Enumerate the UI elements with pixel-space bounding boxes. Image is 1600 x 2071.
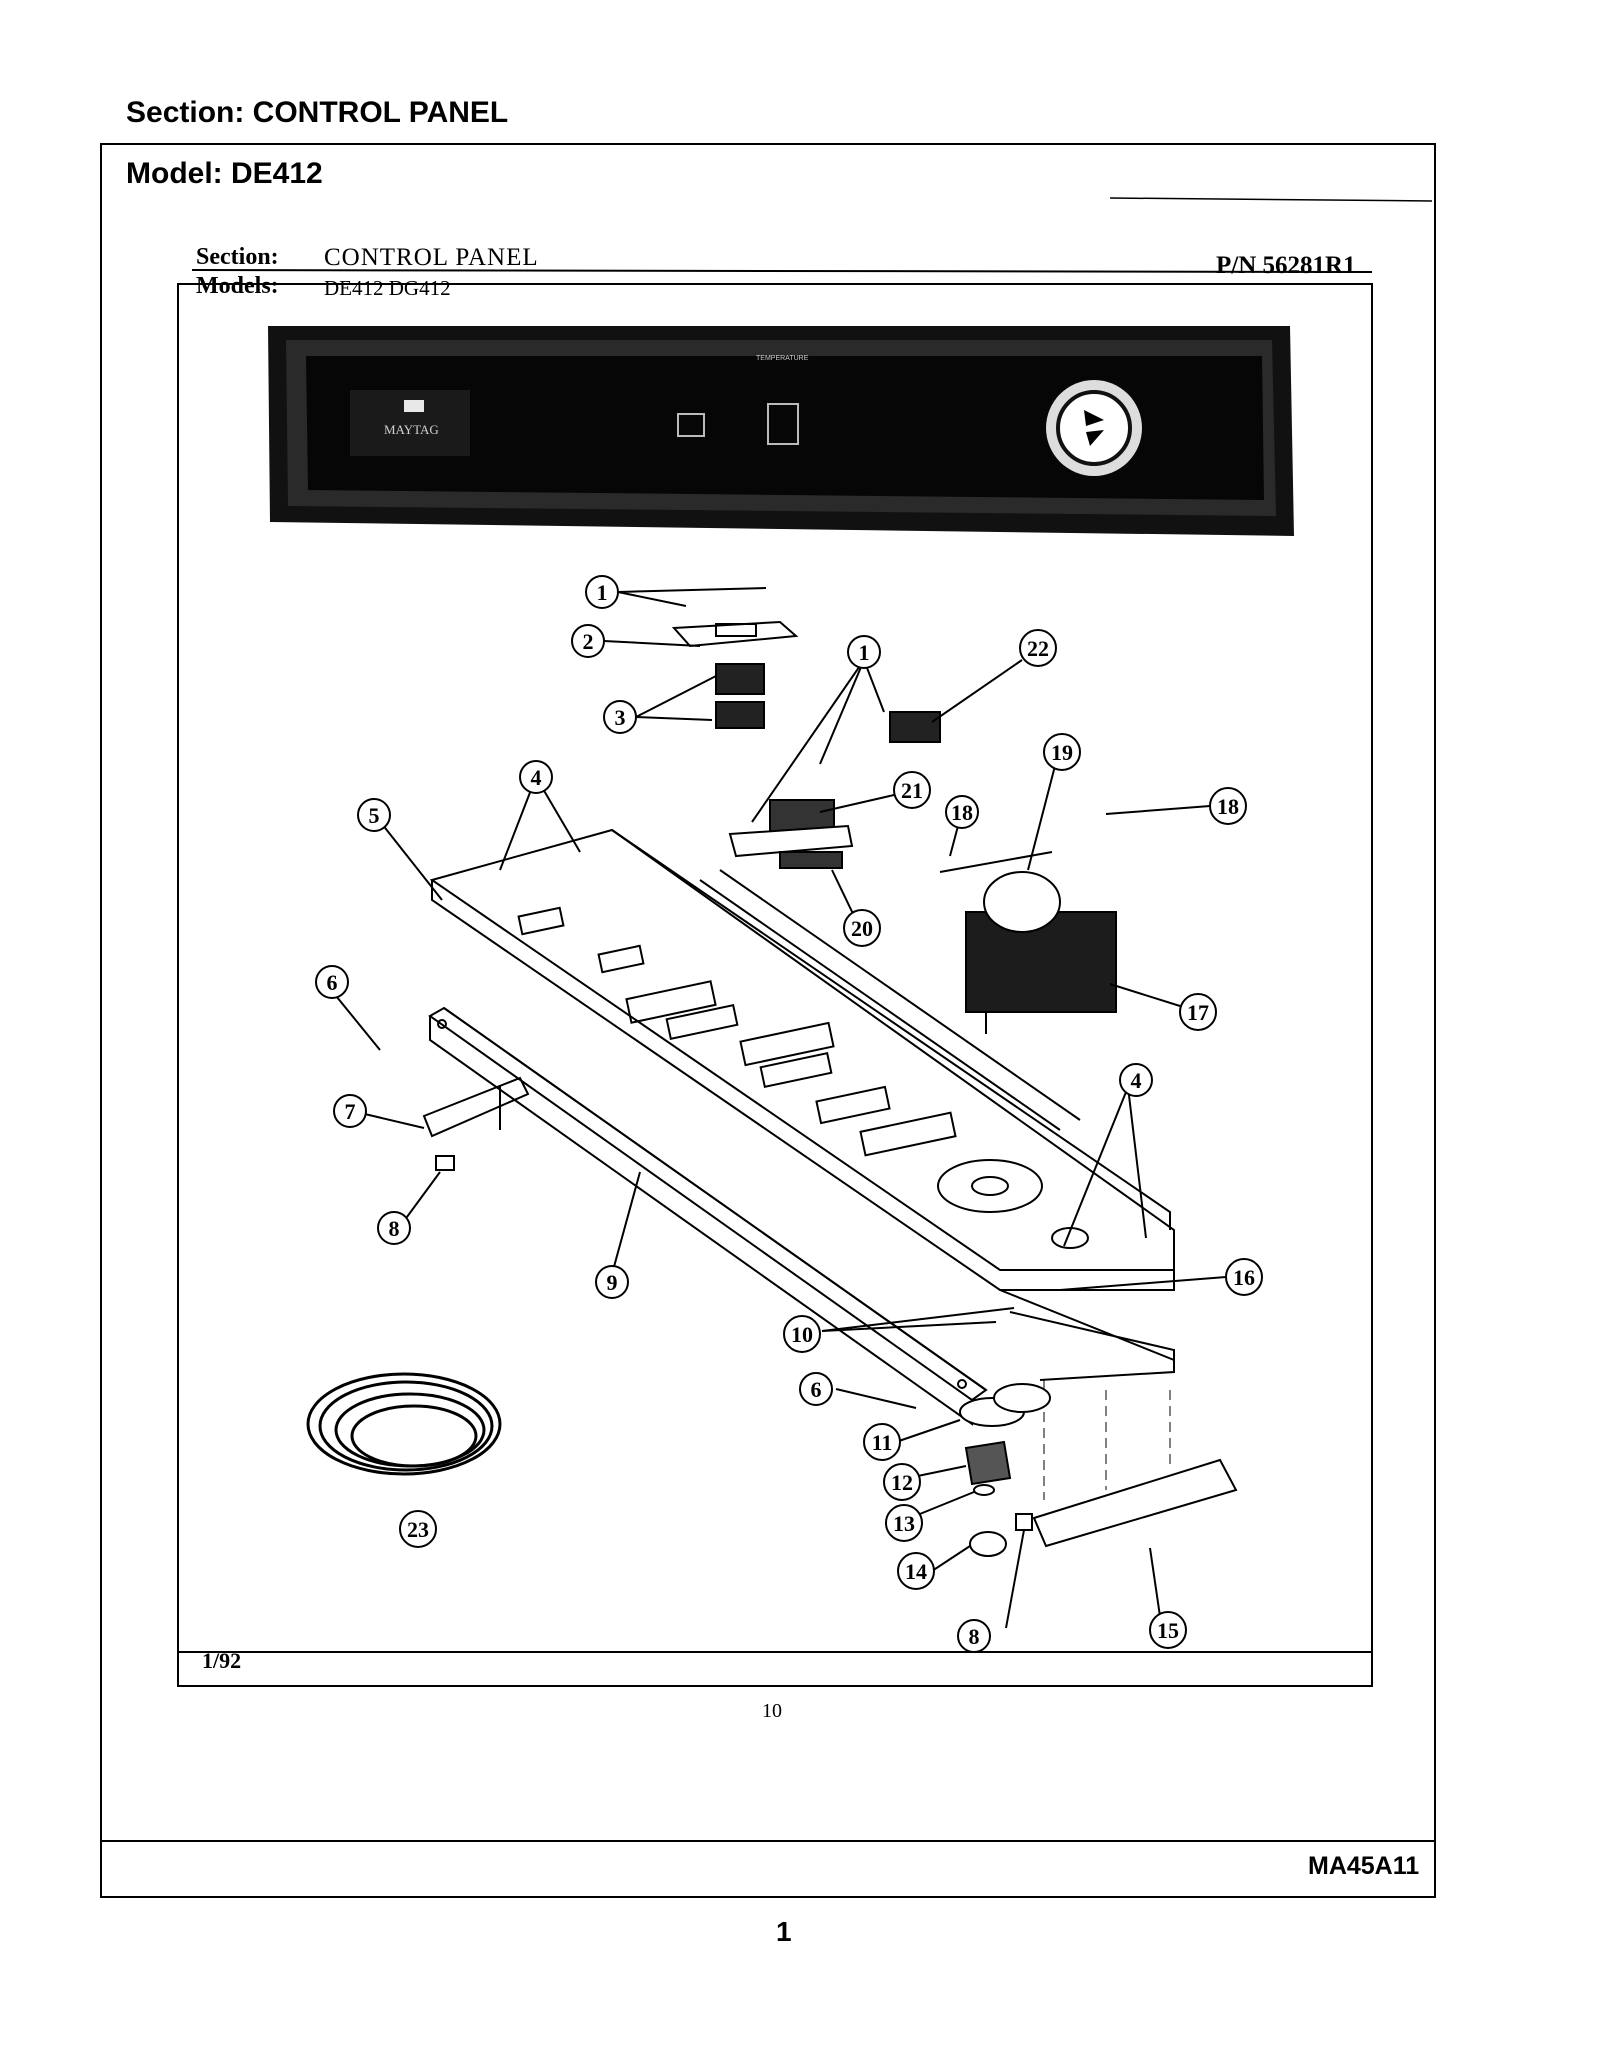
callout-18a-text: 18 (951, 800, 973, 825)
callout-1a-text: 1 (597, 580, 608, 605)
section-title: Section: CONTROL PANEL (126, 96, 509, 129)
callout-8b: 8 (957, 1619, 991, 1653)
callout-9: 9 (595, 1265, 629, 1299)
callout-18b-text: 18 (1217, 794, 1239, 819)
callout-6b: 6 (799, 1372, 833, 1406)
callout-21-text: 21 (901, 778, 923, 803)
push-switch (715, 663, 765, 695)
callout-12: 12 (883, 1463, 921, 1501)
callout-13: 13 (885, 1504, 923, 1542)
callout-3: 3 (603, 700, 637, 734)
callout-10: 10 (783, 1315, 821, 1353)
signal-buzzer (889, 711, 941, 743)
callout-7: 7 (333, 1094, 367, 1128)
switch-bracket (671, 620, 799, 648)
callout-4a: 4 (519, 760, 553, 794)
callout-4a-text: 4 (531, 765, 542, 790)
callout-3-text: 3 (615, 705, 626, 730)
callout-8a: 8 (377, 1211, 411, 1245)
knob-skirt (969, 1531, 1007, 1557)
callout-6a-text: 6 (327, 970, 338, 995)
callout-2: 2 (571, 624, 605, 658)
callout-11: 11 (863, 1423, 901, 1461)
inner-models-value: DE412 DG412 (324, 276, 451, 300)
callout-8a-text: 8 (389, 1216, 400, 1241)
callout-6a: 6 (315, 965, 349, 999)
callout-22-text: 22 (1027, 636, 1049, 661)
washer (973, 1484, 995, 1496)
callout-17-text: 17 (1187, 1000, 1209, 1025)
inner-models-label: Models: (196, 273, 279, 299)
callout-2-text: 2 (583, 629, 594, 654)
callout-18b: 18 (1209, 787, 1247, 825)
callout-20-text: 20 (851, 916, 873, 941)
callout-14: 14 (897, 1552, 935, 1590)
callout-16: 16 (1225, 1258, 1263, 1296)
callout-1b-text: 1 (859, 640, 870, 665)
model-title: Model: DE412 (126, 157, 323, 190)
footer-code: MA45A11 (1308, 1852, 1420, 1880)
maytag-logo-icon (404, 400, 424, 412)
timer-dial (1046, 380, 1142, 476)
inner-section-label: Section: (196, 244, 279, 270)
components (671, 620, 1117, 1557)
push-switch-window (767, 403, 799, 445)
callout-13-text: 13 (893, 1511, 915, 1536)
callout-19-text: 19 (1051, 740, 1073, 765)
callout-17: 17 (1179, 993, 1217, 1031)
callout-18a: 18 (945, 795, 979, 829)
callout-6b-text: 6 (811, 1377, 822, 1402)
callout-15: 15 (1149, 1611, 1187, 1649)
callout-14-text: 14 (905, 1559, 927, 1584)
inner-sheet-frame (177, 197, 1433, 1687)
callout-1b: 1 (847, 635, 881, 669)
callout-16-text: 16 (1233, 1265, 1255, 1290)
clip-left (435, 1155, 455, 1171)
left-end-bracket (422, 1076, 530, 1171)
clip-right (1015, 1513, 1033, 1531)
callout-15-text: 15 (1157, 1618, 1179, 1643)
callout-4b: 4 (1119, 1063, 1153, 1097)
control-panel-console: MAYTAG TEMPERATURE (268, 326, 1294, 536)
callout-10-text: 10 (791, 1322, 813, 1347)
callout-5: 5 (357, 798, 391, 832)
brand-text: MAYTAG (384, 422, 439, 437)
callout-9-text: 9 (607, 1270, 618, 1295)
callout-4b-text: 4 (1131, 1068, 1142, 1093)
callout-7-text: 7 (345, 1099, 356, 1124)
callout-19: 19 (1043, 733, 1081, 771)
page-number: 1 (776, 1916, 792, 1947)
callout-22: 22 (1019, 629, 1057, 667)
callout-11-text: 11 (872, 1430, 893, 1455)
control-knob (964, 1440, 1012, 1486)
callout-23: 23 (399, 1510, 437, 1548)
footer-divider (100, 1840, 1434, 1842)
inner-section-value: CONTROL PANEL (324, 244, 539, 271)
callout-8b-text: 8 (969, 1624, 980, 1649)
signal-window (677, 413, 705, 437)
callout-12-text: 12 (891, 1470, 913, 1495)
right-end-bracket (1015, 1380, 1238, 1548)
callouts: 1 2 3 1 22 4 5 21 18 19 18 20 17 6 4 7 8… (315, 575, 1263, 1653)
callout-5-text: 5 (369, 803, 380, 828)
dial-label: TEMPERATURE (756, 355, 809, 362)
inner-part-number: P/N 56281R1 (1216, 252, 1356, 279)
callout-1a: 1 (585, 575, 619, 609)
inner-page-number: 10 (762, 1700, 782, 1722)
base-tray (429, 828, 1175, 1381)
leader-lines (331, 587, 1227, 1631)
outer-frame (100, 143, 1436, 1898)
wire-harness (306, 1372, 502, 1476)
callout-21: 21 (893, 771, 931, 809)
callout-23-text: 23 (407, 1517, 429, 1542)
wire-harness-jumper (939, 851, 1053, 873)
callout-20: 20 (843, 909, 881, 947)
